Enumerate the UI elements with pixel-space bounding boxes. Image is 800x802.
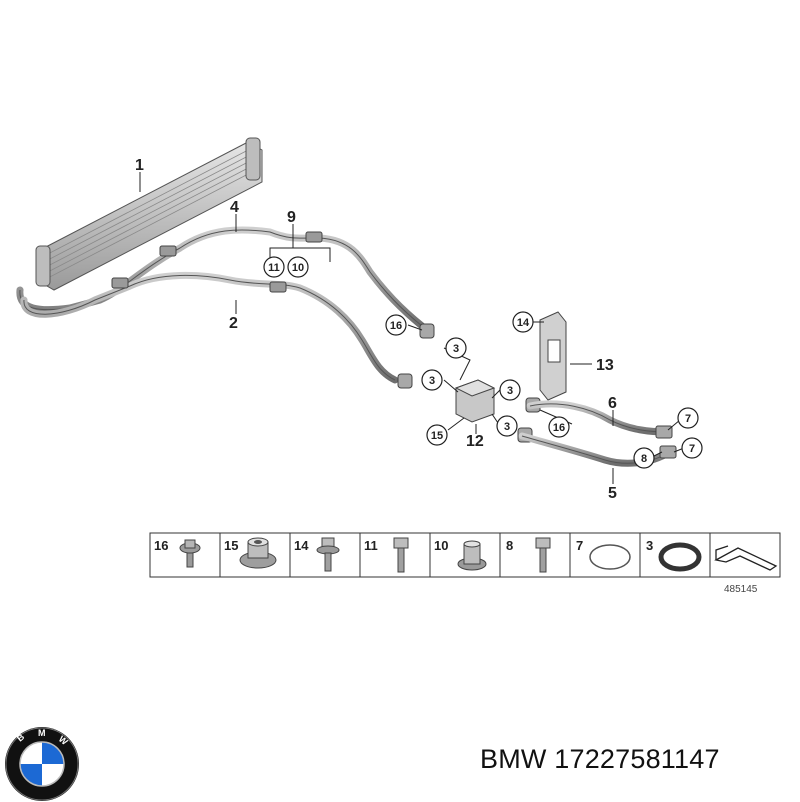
svg-text:11: 11 [268,262,280,274]
svg-text:7: 7 [689,443,695,455]
circle-callout-11: 11 [263,256,285,278]
svg-text:7: 7 [685,413,691,425]
direction-arrow-icon [714,545,778,571]
callout-9: 9 [287,209,296,226]
callout-4: 4 [230,199,239,216]
flange-bolt-icon [316,537,340,572]
svg-text:15: 15 [431,430,443,442]
svg-text:14: 14 [517,317,530,329]
hex-bolt-icon-11 [393,537,409,573]
svg-text:3: 3 [504,421,510,433]
thermostat-block-part-12 [454,379,496,423]
diagram-id: 485145 [724,584,758,595]
circle-callout-14: 14 [512,311,534,333]
svg-text:8: 8 [641,453,647,465]
o-ring-thick-icon [658,542,702,572]
pipe-end-fittings [655,425,677,459]
strip-num-3: 3 [646,538,653,553]
circle-callout-3c: 3 [499,379,521,401]
spacer-sleeve-icon [457,540,487,571]
strip-num-10: 10 [434,538,448,553]
callout-1: 1 [135,157,144,174]
callout-5: 5 [608,485,617,502]
circle-callout-16b: 16 [548,416,570,438]
pipe-fittings-left [111,231,323,293]
callout-13: 13 [596,357,614,374]
circle-callout-8: 8 [633,447,655,469]
oil-cooler-part-1 [35,137,263,291]
flange-nut-icon [239,537,277,569]
part-number-caption: BMW 17227581147 [480,744,720,774]
svg-text:10: 10 [292,262,304,274]
strip-num-11: 11 [364,538,378,553]
svg-text:16: 16 [390,320,402,332]
svg-text:B: B [15,731,27,743]
strip-num-14: 14 [294,538,309,553]
strip-num-7: 7 [576,538,583,553]
circle-callout-15: 15 [426,424,448,446]
plain-callouts: 1 4 2 9 12 13 6 5 [135,157,617,502]
oil-line-part-2 [20,271,399,384]
circle-callout-16a: 16 [385,314,407,336]
circle-callout-10: 10 [287,256,309,278]
callout-2: 2 [229,315,238,332]
parts-strip: 16 15 14 11 10 8 7 3 [149,532,781,578]
circle-callout-7a: 7 [677,407,699,429]
svg-text:3: 3 [507,385,513,397]
bolt-with-collar-icon [179,539,201,568]
circle-callout-3b: 3 [421,369,443,391]
bmw-logo: B M W [5,727,79,801]
circle-callout-3d: 3 [496,415,518,437]
circle-callout-3a: 3 [445,337,467,359]
svg-text:M: M [38,728,46,738]
callout-6: 6 [608,395,617,412]
callout-12: 12 [466,433,484,450]
strip-num-16: 16 [154,538,168,553]
strip-num-15: 15 [224,538,238,553]
circle-callout-7b: 7 [681,437,703,459]
hex-bolt-icon-8 [535,537,551,573]
o-ring-thin-icon [589,544,631,570]
leader-lines [139,172,685,484]
strip-num-8: 8 [506,538,513,553]
svg-text:16: 16 [553,422,565,434]
parts-diagram: 1 4 2 9 12 13 6 5 11 10 16 3 3 3 3 15 14… [16,137,781,595]
svg-text:3: 3 [429,375,435,387]
svg-text:3: 3 [453,343,459,355]
circled-callouts: 11 10 16 3 3 3 3 15 14 16 7 7 8 [263,256,703,469]
bracket-part-13 [539,311,567,401]
